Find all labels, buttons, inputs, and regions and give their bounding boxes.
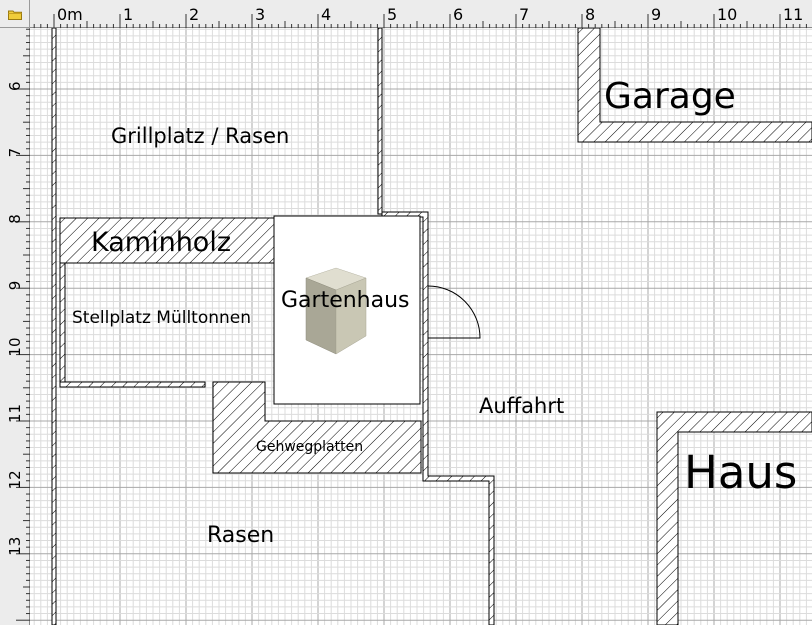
door-swing-arc	[427, 285, 481, 339]
ruler-label-x: 3	[255, 5, 265, 24]
vertical-ruler	[0, 28, 30, 625]
furniture[interactable]	[273, 215, 481, 405]
cube-right-face	[335, 277, 367, 355]
ruler-label-y: 9	[6, 281, 24, 291]
ruler-label-y: 6	[6, 81, 24, 91]
room-label-gehwegplatten[interactable]: Gehwegplatten	[256, 439, 364, 455]
wall-left	[51, 27, 57, 625]
ruler-label-y: 12	[6, 470, 24, 489]
walls	[51, 27, 812, 625]
room-label-grillplatz[interactable]: Grillplatz / Rasen	[111, 124, 290, 148]
cube-icon	[305, 267, 367, 355]
ruler-label-x: 1	[123, 5, 133, 24]
ruler-label-x: 4	[321, 5, 331, 24]
ruler-corner[interactable]	[0, 0, 30, 28]
ruler-label-x: 11	[783, 5, 803, 24]
wall-middle-top	[377, 27, 383, 215]
room-label-auffahrt[interactable]: Auffahrt	[479, 394, 565, 418]
wall-muelltonnen-bottom	[59, 381, 206, 388]
ruler-label-y: 7	[6, 148, 24, 158]
ruler-label-y: 11	[6, 404, 24, 423]
wall-kaminholz	[59, 217, 276, 264]
ruler-label-x: 10	[717, 5, 737, 24]
room-label-rasen[interactable]: Rasen	[207, 523, 275, 548]
paving-gehwegplatten	[212, 381, 422, 474]
ruler-label-x: 2	[189, 5, 199, 24]
ruler-label-x: 5	[387, 5, 397, 24]
wall-haus	[656, 411, 812, 625]
furniture-label-gartenhaus[interactable]: Gartenhaus	[281, 288, 410, 313]
ruler-label-x: 0m	[57, 5, 83, 24]
ruler-label-x: 6	[453, 5, 463, 24]
ruler-label-x: 7	[519, 5, 529, 24]
room-label-garage[interactable]: Garage	[604, 76, 736, 117]
wall-muelltonnen-left	[59, 262, 66, 384]
ruler-label-x: 9	[651, 5, 661, 24]
folder-icon	[8, 10, 22, 20]
room-label-muelltonnen[interactable]: Stellplatz Mülltonnen	[72, 308, 252, 328]
room-label-haus[interactable]: Haus	[684, 446, 798, 499]
ruler-label-x: 8	[585, 5, 595, 24]
room-label-kaminholz[interactable]: Kaminholz	[91, 227, 231, 258]
ruler-label-y: 13	[6, 537, 24, 556]
ruler-label-y: 10	[6, 338, 24, 357]
horizontal-ruler	[0, 0, 812, 28]
ruler-label-y: 8	[6, 214, 24, 224]
